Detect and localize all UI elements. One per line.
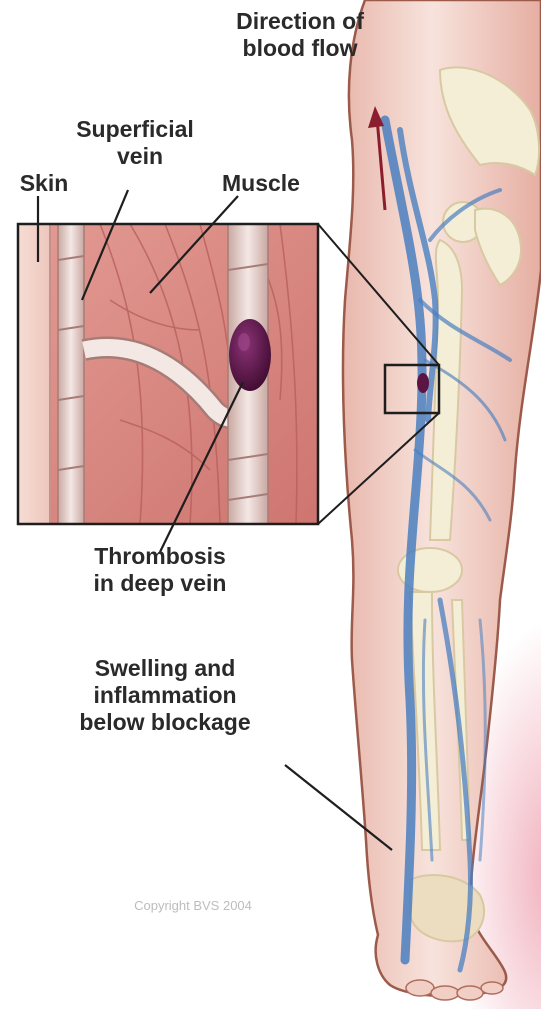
leg-clot — [417, 373, 429, 393]
label-superficial-vein: Superficial vein — [50, 116, 220, 170]
label-direction-of-blood-flow: Direction of blood flow — [205, 8, 395, 62]
copyright-notice: Copyright BVS 2004 — [68, 898, 318, 913]
label-thrombosis: Thrombosis in deep vein — [60, 543, 260, 597]
label-skin: Skin — [8, 170, 80, 197]
label-swelling: Swelling and inflammation below blockage — [35, 655, 295, 736]
cross-section-inset — [18, 224, 318, 524]
clot — [229, 319, 271, 391]
label-muscle: Muscle — [196, 170, 326, 197]
